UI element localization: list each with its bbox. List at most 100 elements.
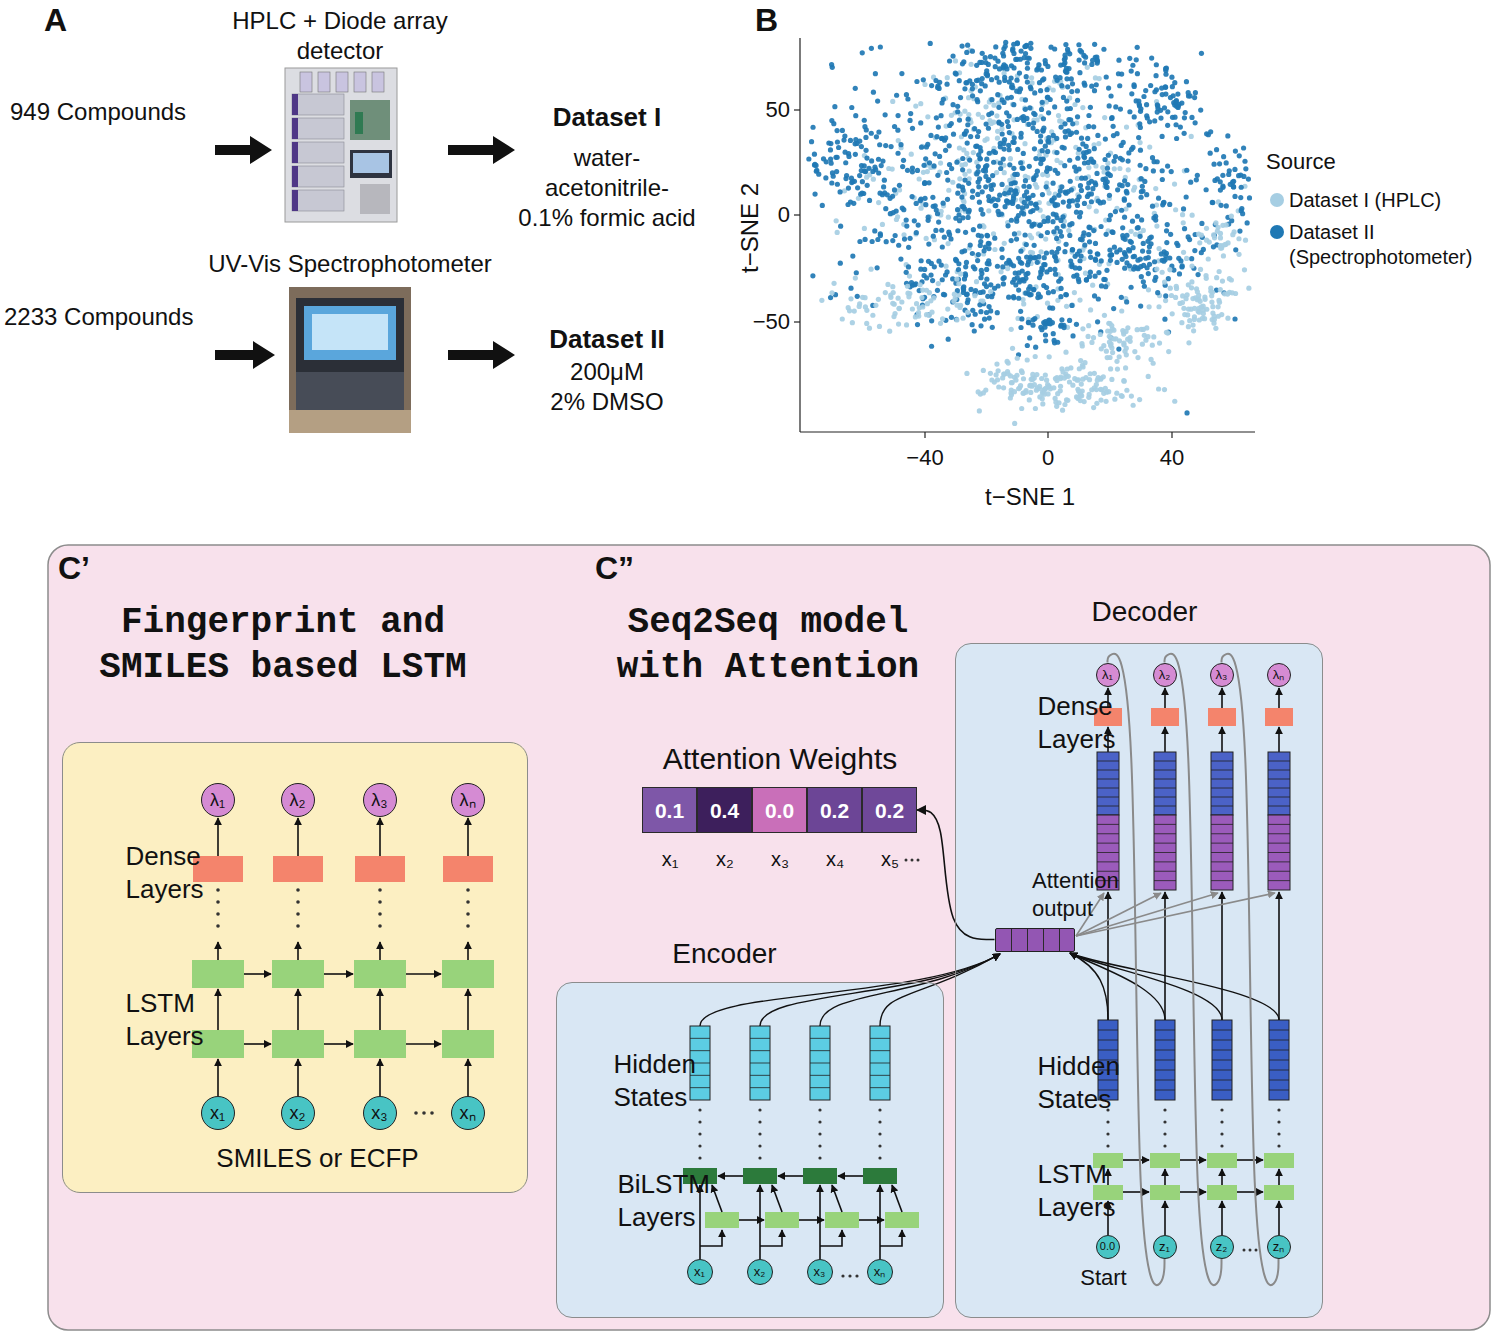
scatter-point (862, 237, 867, 242)
scatter-point (1184, 410, 1189, 415)
scatter-point (838, 224, 843, 229)
scatter-point (1103, 399, 1108, 404)
scatter-point (961, 285, 966, 290)
scatter-point (854, 270, 859, 275)
scatter-point (928, 133, 933, 138)
scatter-point (990, 325, 995, 330)
scatter-point (944, 269, 949, 274)
scatter-point (1050, 219, 1055, 224)
scatter-point (1131, 403, 1136, 408)
scatter-point (879, 163, 884, 168)
scatter-point (961, 204, 966, 209)
scatter-point (980, 115, 985, 120)
scatter-point (994, 361, 999, 366)
scatter-point (942, 235, 947, 240)
scatter-point (1025, 60, 1030, 65)
scatter-point (862, 118, 867, 123)
scatter-point (1122, 178, 1127, 183)
scatter-point (1107, 217, 1112, 222)
scatter-point (989, 187, 994, 192)
scatter-point (995, 264, 1000, 269)
scatter-point (1052, 46, 1057, 51)
scatter-point (1113, 104, 1118, 109)
scatter-point (983, 83, 988, 88)
scatter-point (931, 163, 936, 168)
scatter-point (1053, 272, 1058, 277)
scatter-point (1018, 160, 1023, 165)
scatter-point (1075, 156, 1080, 161)
scatter-point (1160, 92, 1165, 97)
scatter-point (1032, 112, 1037, 117)
scatter-point (1092, 42, 1097, 47)
scatter-point (1079, 136, 1084, 141)
scatter-point (1070, 303, 1075, 308)
scatter-point (965, 43, 970, 48)
scatter-point (1099, 258, 1104, 263)
scatter-point (1006, 143, 1011, 148)
scatter-point (1073, 254, 1078, 259)
scatter-point (975, 258, 980, 263)
scatter-point (1052, 104, 1057, 109)
scatter-point (995, 129, 1000, 134)
desk-item (360, 184, 390, 214)
scatter-point (1158, 115, 1163, 120)
scatter-point (828, 147, 833, 152)
scatter-point (915, 168, 920, 173)
scatter-point (964, 129, 969, 134)
scatter-point (959, 249, 964, 254)
scatter-point (1139, 274, 1144, 279)
scatter-point (1026, 196, 1031, 201)
hplc-module (292, 166, 344, 187)
tubing (355, 112, 363, 134)
scatter-point (898, 142, 903, 147)
scatter-point (955, 109, 960, 114)
scatter-point (986, 112, 991, 117)
scatter-point (1029, 75, 1034, 80)
scatter-point (1045, 301, 1050, 306)
scatter-point (1245, 220, 1250, 225)
scatter-point (1150, 155, 1155, 160)
scatter-point (1042, 387, 1047, 392)
scatter-point (1126, 202, 1131, 207)
scatter-point (1115, 367, 1120, 372)
scatter-point (1054, 236, 1059, 241)
scatter-point (906, 245, 911, 250)
scatter-point (1162, 105, 1167, 110)
scatter-point (998, 166, 1003, 171)
scatter-point (1096, 270, 1101, 275)
scatter-point (960, 167, 965, 172)
scatter-point (890, 238, 895, 243)
scatter-point (995, 136, 1000, 141)
scatter-point (1141, 279, 1146, 284)
scatter-point (1082, 155, 1087, 160)
scatter-point (1118, 156, 1123, 161)
scatter-point (1075, 203, 1080, 208)
scatter-point (1051, 87, 1056, 92)
scatter-point (983, 169, 988, 174)
scatter-point (1024, 242, 1029, 247)
scatter-point (1111, 124, 1116, 129)
scatter-point (1093, 55, 1098, 60)
scatter-point (946, 215, 951, 220)
scatter-point (1040, 100, 1045, 105)
hplc-module (292, 118, 344, 139)
scatter-point (913, 103, 918, 108)
scatter-point (1005, 119, 1010, 124)
scatter-point (1009, 218, 1014, 223)
scatter-point (1070, 333, 1075, 338)
scatter-point (1145, 239, 1150, 244)
scatter-point (1031, 177, 1036, 182)
scatter-point (1160, 168, 1165, 173)
scatter-point (1046, 110, 1051, 115)
scatter-point (949, 121, 954, 126)
scatter-point (1144, 113, 1149, 118)
scatter-point (1019, 316, 1024, 321)
scatter-point (813, 163, 818, 168)
scatter-point (1024, 74, 1029, 79)
scatter-point (1019, 115, 1024, 120)
scatter-point (907, 118, 912, 123)
scatter-point (1061, 200, 1066, 205)
solvent-bottle (354, 72, 366, 92)
scatter-point (942, 292, 947, 297)
scatter-point (837, 189, 842, 194)
